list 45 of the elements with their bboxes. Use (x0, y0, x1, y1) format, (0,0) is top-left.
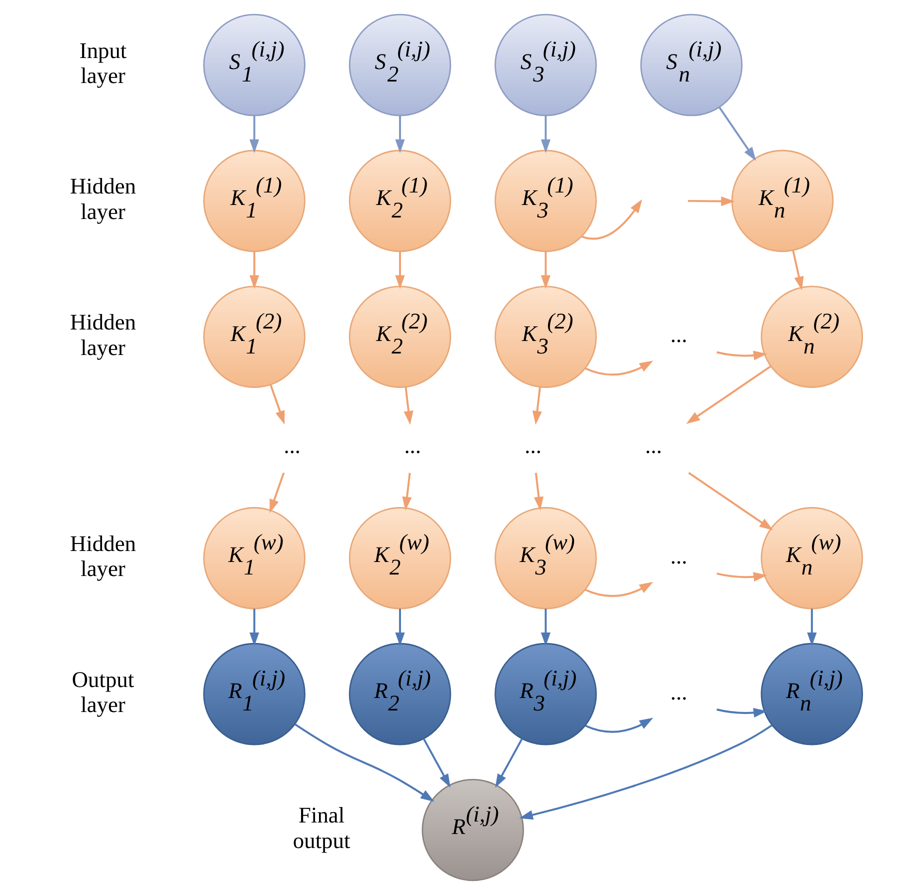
arrow (269, 384, 284, 424)
arrow (394, 115, 404, 153)
arrow (532, 386, 542, 424)
arrow (249, 251, 259, 288)
arrow (688, 472, 773, 530)
arrow (806, 608, 816, 646)
arrow (716, 572, 767, 582)
arrow (584, 581, 653, 596)
label: Input layer (78, 37, 126, 88)
arrow (686, 364, 771, 424)
arrow (716, 350, 767, 360)
arrow (402, 472, 412, 510)
node-text: ... (670, 322, 687, 347)
node-text: ... (404, 432, 421, 458)
arrow (533, 472, 543, 510)
arrow (792, 250, 804, 290)
arrow (584, 360, 653, 376)
arrow (581, 198, 642, 240)
node-text: ... (670, 678, 687, 704)
label: Output layer (71, 666, 134, 716)
arrow (540, 251, 550, 288)
arrow (540, 608, 550, 646)
label: Hidden layer (70, 173, 136, 224)
arrow (394, 251, 404, 288)
label: Final output (292, 802, 350, 852)
arrow (422, 738, 450, 788)
arrow (687, 196, 734, 206)
arrow (584, 717, 653, 732)
arrow (249, 115, 259, 153)
node-text: ... (524, 432, 542, 458)
label: Hidden layer (70, 530, 136, 581)
arrow (716, 707, 767, 717)
label: Hidden layer (70, 309, 136, 360)
arrow (718, 106, 756, 160)
arrow (494, 738, 522, 788)
node-text: ... (644, 432, 662, 458)
node-text: ... (670, 543, 687, 568)
arrow (403, 386, 413, 424)
arrow (269, 472, 284, 513)
arrow (540, 115, 550, 153)
arrow (394, 608, 404, 646)
node-text: ... (283, 432, 300, 458)
arrow (518, 724, 772, 820)
arrow (294, 722, 434, 802)
arrow (249, 608, 259, 646)
